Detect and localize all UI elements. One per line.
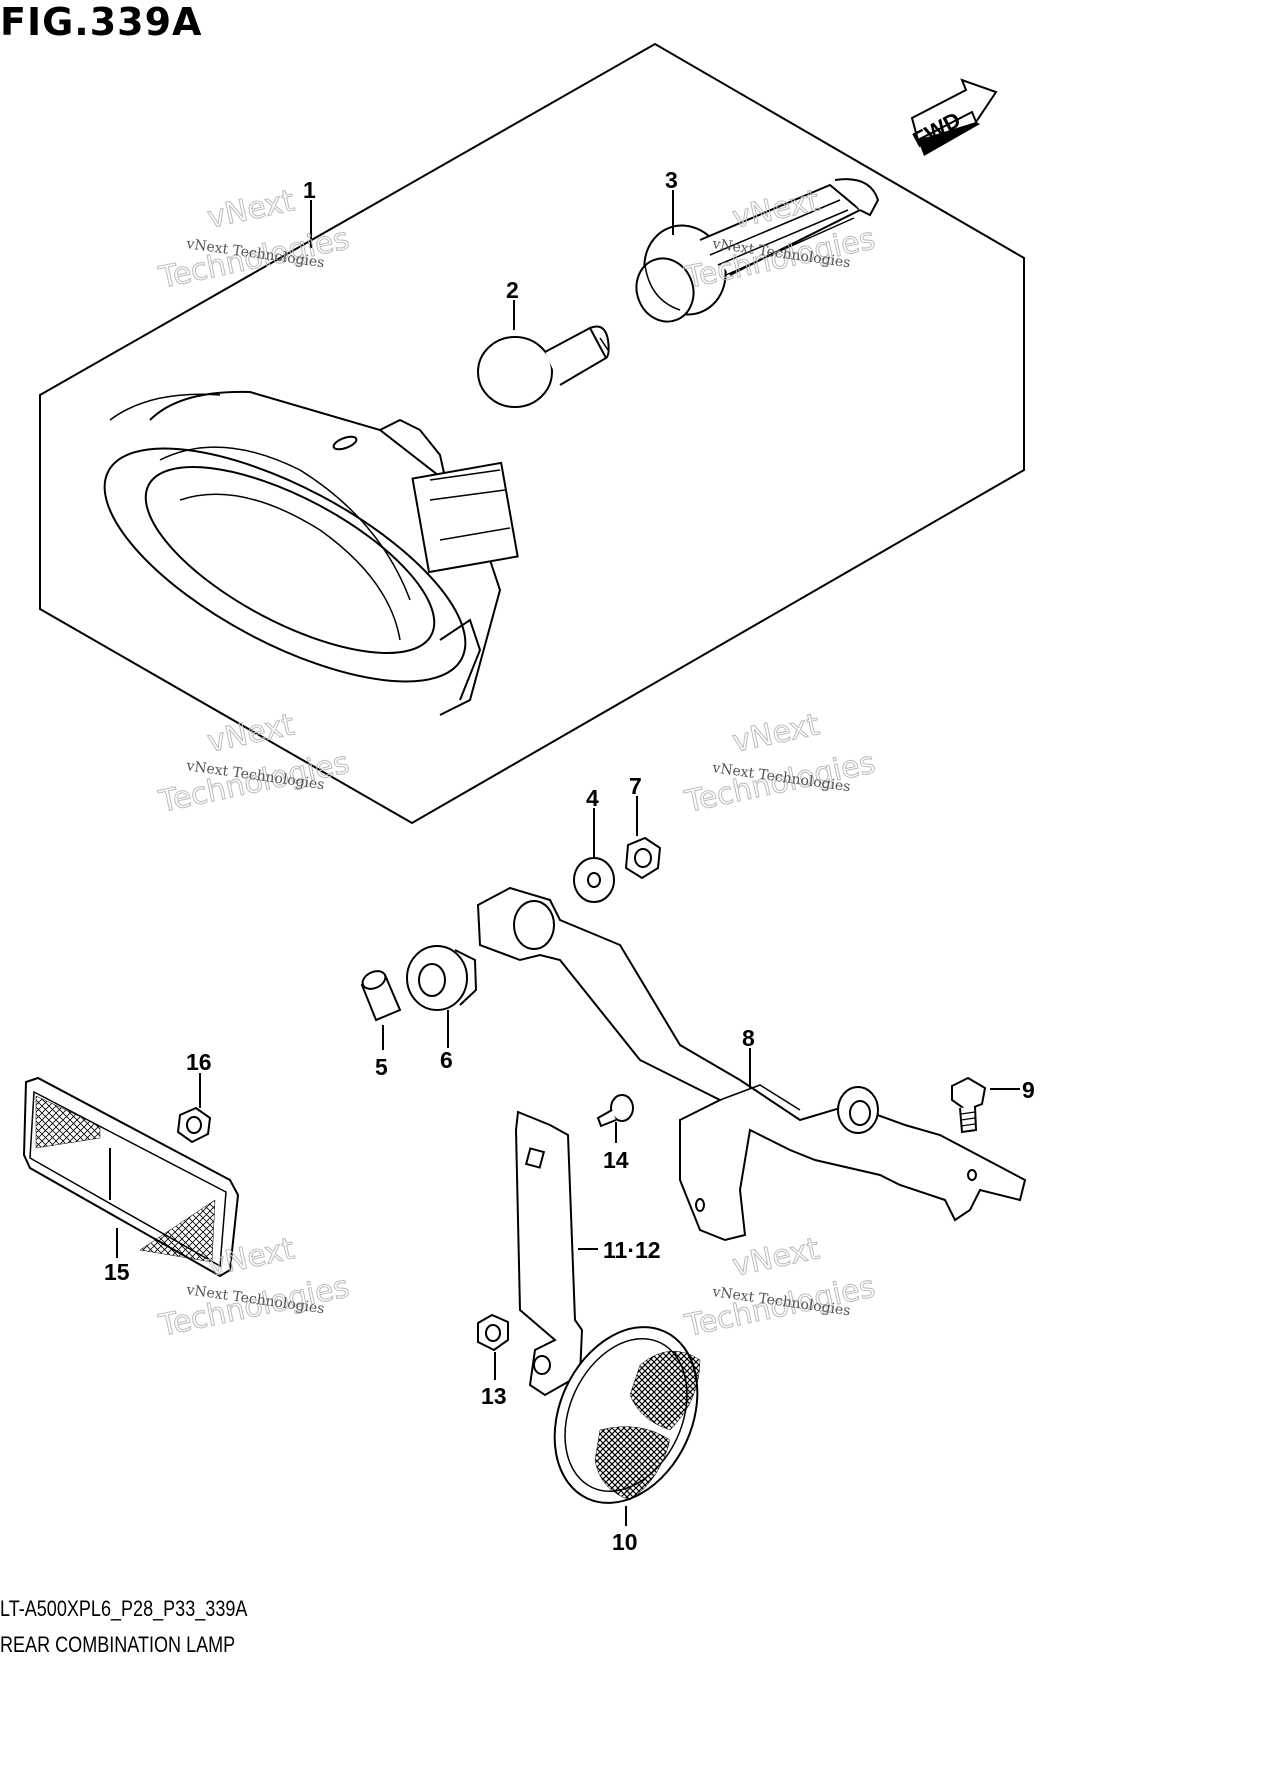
collar-part [360, 970, 402, 1022]
screw-part [596, 1094, 634, 1128]
callout-labels: 1 2 3 4 5 6 7 8 9 10 11·12 13 14 15 16 [104, 167, 1035, 1555]
round-reflector-part [553, 1326, 701, 1504]
rect-reflector-part [22, 1076, 240, 1278]
watermark-3: vNext Technologies vNext Technologies [155, 707, 353, 821]
svg-text:vNext: vNext [204, 183, 297, 236]
watermark-6: vNext Technologies vNext Technologies [681, 1231, 879, 1345]
svg-text:vNext: vNext [729, 1231, 822, 1284]
washer-part [573, 857, 615, 903]
figure-title: FIG.339A [0, 0, 203, 44]
callout-5: 5 [375, 1054, 388, 1080]
nut-part [624, 836, 662, 880]
nut-13-part [477, 1313, 509, 1352]
callout-1: 1 [303, 177, 316, 203]
callout-10: 10 [612, 1529, 638, 1555]
callout-3: 3 [665, 167, 678, 193]
callout-9: 9 [1022, 1077, 1035, 1103]
bolt-part [951, 1076, 987, 1134]
callout-16: 16 [186, 1049, 212, 1075]
nut-16-part [176, 1106, 212, 1144]
grommet-part [406, 945, 478, 1011]
bulb-part [477, 325, 610, 408]
callout-6: 6 [440, 1047, 453, 1073]
callout-2: 2 [506, 277, 519, 303]
callout-11-12: 11·12 [603, 1237, 661, 1263]
callout-7: 7 [629, 773, 642, 799]
callout-4: 4 [586, 785, 599, 811]
svg-text:vNext: vNext [729, 707, 822, 760]
callout-15: 15 [104, 1259, 130, 1285]
bracket-part [476, 886, 1027, 1242]
watermark-1: vNext Technologies vNext Technologies [155, 183, 353, 297]
reflector-bracket-part [514, 1110, 584, 1397]
callout-13: 13 [481, 1383, 507, 1409]
callout-14: 14 [603, 1147, 629, 1173]
leader-lines [116, 190, 1020, 1526]
figure-code: LT-A500XPL6_P28_P33_339A [0, 1596, 248, 1621]
callout-8: 8 [742, 1025, 755, 1051]
figure-name: REAR COMBINATION LAMP [0, 1632, 236, 1657]
assembly-outline-box [39, 42, 1025, 825]
rear-combination-lamp-part [103, 390, 519, 716]
forward-arrow-icon: FWD [909, 78, 998, 156]
socket-harness-part [635, 178, 880, 323]
watermark-4: vNext Technologies vNext Technologies [681, 707, 879, 821]
svg-text:vNext: vNext [204, 707, 297, 760]
